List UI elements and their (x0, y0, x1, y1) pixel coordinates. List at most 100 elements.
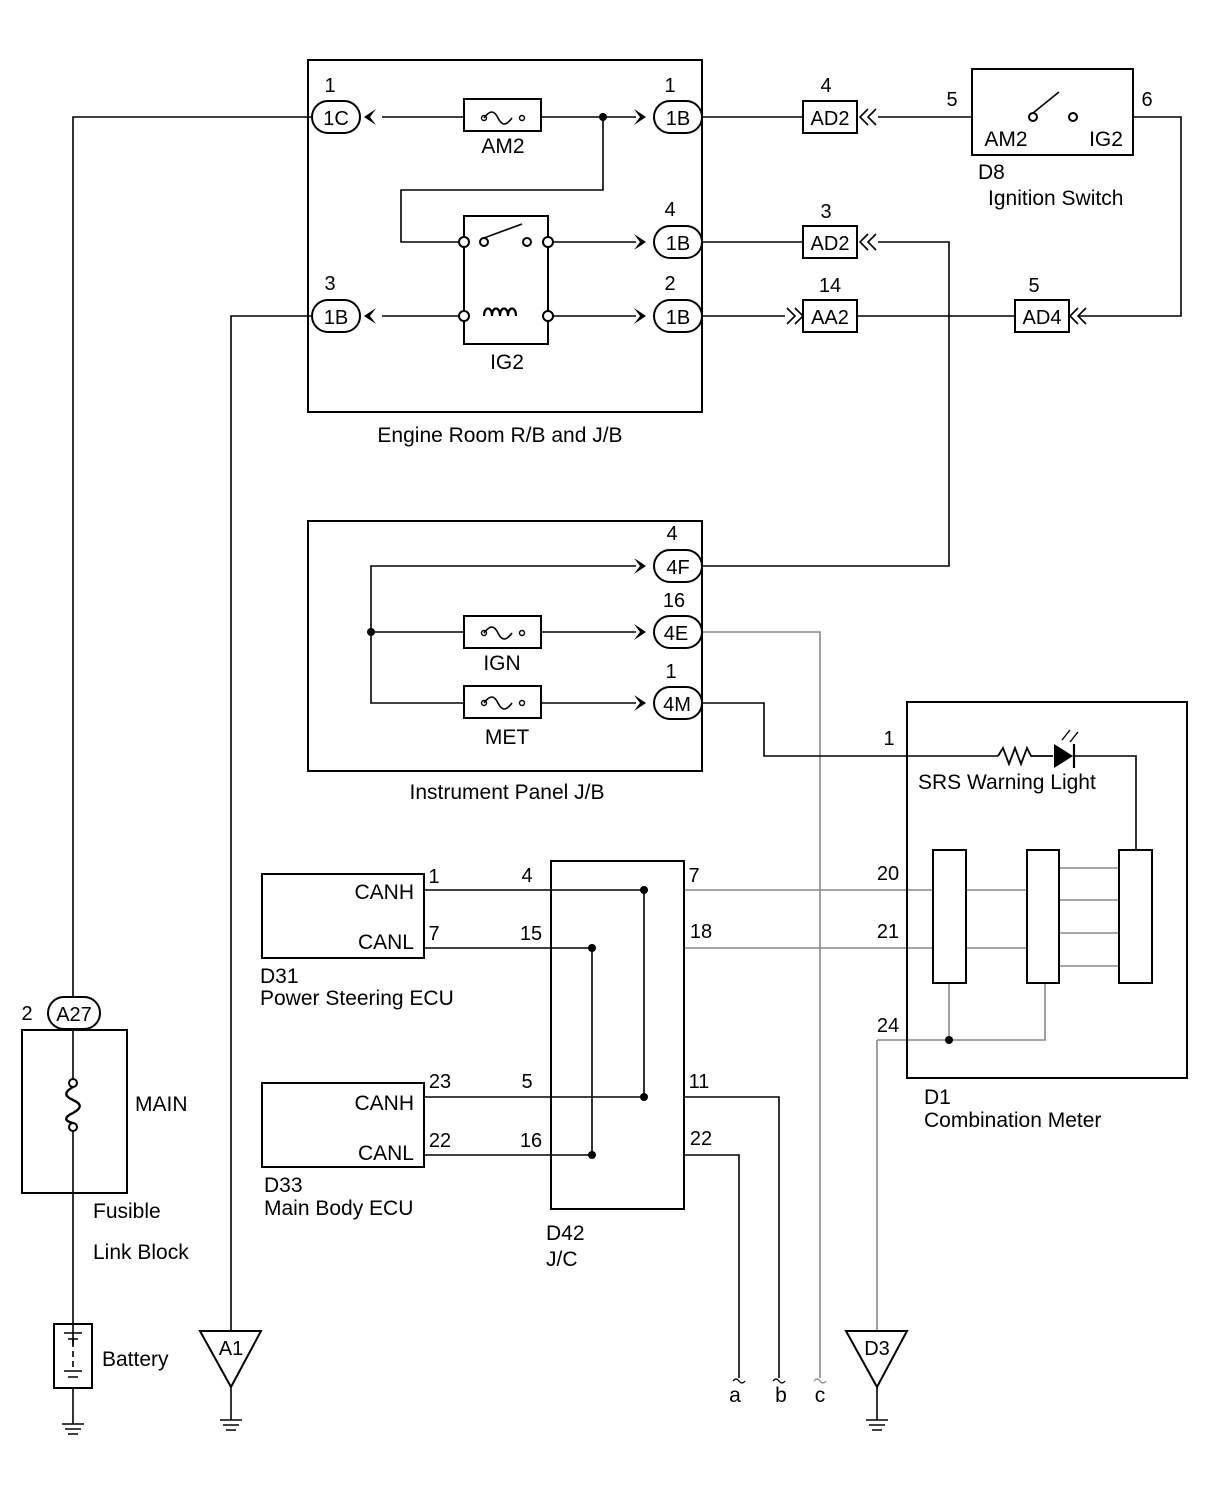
svg-text:Instrument Panel J/B: Instrument Panel J/B (410, 781, 605, 804)
ground-D3: D3 (844, 1330, 909, 1420)
svg-text:1: 1 (883, 728, 894, 750)
svg-text:2: 2 (664, 273, 675, 295)
svg-text:4: 4 (521, 865, 532, 887)
svg-text:CANL: CANL (358, 1142, 414, 1165)
led-icon (1054, 729, 1079, 768)
svg-text:16: 16 (520, 1130, 542, 1152)
svg-text:20: 20 (877, 863, 899, 885)
connector-4M: 4M 1 (634, 661, 703, 720)
svg-text:AM2: AM2 (984, 128, 1027, 151)
connector-AD2-3: AD2 3 (802, 201, 877, 259)
power-steering-ecu: CANH CANL 1 7 D31 Power Steering ECU (260, 866, 454, 1010)
svg-text:1: 1 (428, 866, 439, 888)
svg-text:CANH: CANH (354, 881, 414, 904)
svg-text:AD2: AD2 (811, 108, 850, 130)
connector-AD2-4: AD2 4 (802, 75, 877, 134)
svg-text:Combination Meter: Combination Meter (924, 1109, 1101, 1132)
svg-text:24: 24 (877, 1015, 899, 1037)
svg-text:4E: 4E (664, 623, 688, 645)
ign-fuse-icon (463, 615, 542, 649)
wire-end-a: a (729, 1378, 746, 1407)
connector-1C: 1C 1 (311, 75, 376, 134)
svg-text:1B: 1B (666, 233, 690, 255)
svg-text:4: 4 (820, 75, 831, 97)
svg-text:21: 21 (877, 921, 899, 943)
svg-text:D1: D1 (924, 1086, 951, 1109)
svg-text:CANH: CANH (354, 1092, 414, 1115)
met-fuse-icon (463, 685, 542, 719)
am2-fuse-icon (463, 98, 542, 132)
svg-text:16: 16 (663, 590, 685, 612)
svg-text:SRS Warning Light: SRS Warning Light (918, 771, 1096, 794)
svg-text:AD2: AD2 (811, 233, 850, 255)
svg-text:4F: 4F (666, 557, 689, 579)
battery-icon: Battery (53, 1323, 169, 1424)
svg-text:Power Steering ECU: Power Steering ECU (260, 987, 454, 1010)
connector-AD4: AD4 5 (1014, 275, 1087, 333)
svg-text:22: 22 (690, 1128, 712, 1150)
svg-text:5: 5 (946, 89, 957, 111)
ground-icon (220, 1419, 242, 1431)
svg-text:Ignition Switch: Ignition Switch (988, 187, 1123, 210)
svg-text:18: 18 (690, 921, 712, 943)
ground-icon (62, 1423, 84, 1435)
wire-end-b: b (772, 1378, 787, 1407)
ignition-switch: 5 6 AM2 IG2 D8 Ignition Switch (946, 68, 1153, 210)
svg-text:23: 23 (429, 1071, 451, 1093)
connector-AA2: AA2 14 (786, 275, 858, 333)
svg-text:IG2: IG2 (490, 351, 524, 374)
svg-text:15: 15 (520, 923, 542, 945)
svg-text:b: b (775, 1384, 787, 1407)
connector-4E: 4E 16 (634, 590, 703, 649)
connector-1B-4: 1B 4 (634, 199, 703, 259)
svg-text:3: 3 (324, 273, 335, 295)
svg-text:A1: A1 (219, 1338, 243, 1360)
svg-text:7: 7 (428, 923, 439, 945)
svg-text:a: a (729, 1384, 741, 1407)
combination-meter: 1 SRS Warning Light 20 21 24 D1 Combinat… (877, 701, 1188, 1132)
fusible-link-block: A27 2 MAIN Fusible Link Block (21, 996, 189, 1345)
svg-text:1B: 1B (324, 307, 348, 329)
svg-text:Main Body ECU: Main Body ECU (264, 1197, 413, 1220)
ground-icon (866, 1419, 888, 1431)
resistor-icon (997, 745, 1053, 767)
svg-text:Fusible: Fusible (93, 1200, 161, 1223)
connector-1B-1: 1B 1 (634, 75, 703, 134)
svg-text:IGN: IGN (483, 652, 520, 675)
svg-text:1: 1 (665, 661, 676, 683)
svg-text:11: 11 (689, 1071, 710, 1093)
svg-text:CANL: CANL (358, 931, 414, 954)
svg-text:5: 5 (521, 1071, 532, 1093)
svg-text:6: 6 (1141, 89, 1152, 111)
svg-text:22: 22 (429, 1130, 451, 1152)
connector-1B-2: 1B 2 (634, 273, 703, 333)
svg-text:1: 1 (324, 75, 335, 97)
svg-text:D3: D3 (864, 1338, 890, 1360)
svg-text:D42: D42 (546, 1222, 585, 1245)
svg-text:Engine Room R/B and J/B: Engine Room R/B and J/B (377, 424, 622, 447)
main-fuse-icon (65, 1078, 81, 1132)
svg-text:IG2: IG2 (1089, 128, 1123, 151)
svg-text:5: 5 (1028, 275, 1039, 297)
junction-dots (367, 113, 953, 1159)
connector-4F: 4F 4 (634, 523, 703, 583)
svg-text:D8: D8 (978, 161, 1005, 184)
svg-text:AA2: AA2 (811, 307, 849, 329)
svg-text:A27: A27 (56, 1004, 92, 1026)
instrument-panel-jb: Instrument Panel J/B IGN MET 4F 4 4E 16 (307, 520, 703, 804)
svg-text:2: 2 (21, 1003, 32, 1025)
engine-room-jb: Engine Room R/B and J/B AM2 IG2 1C (307, 59, 703, 447)
ig2-relay-icon (458, 215, 554, 345)
svg-text:1: 1 (664, 75, 675, 97)
connector-1B-3: 1B 3 (311, 273, 376, 333)
svg-text:4: 4 (664, 199, 675, 221)
svg-text:4: 4 (666, 523, 677, 545)
svg-text:Battery: Battery (102, 1348, 169, 1371)
svg-text:D33: D33 (264, 1174, 303, 1197)
svg-text:Link Block: Link Block (93, 1241, 189, 1264)
svg-text:AM2: AM2 (481, 135, 524, 158)
svg-text:1B: 1B (666, 108, 690, 130)
ground-A1: A1 (198, 1330, 263, 1420)
svg-text:7: 7 (688, 865, 699, 887)
